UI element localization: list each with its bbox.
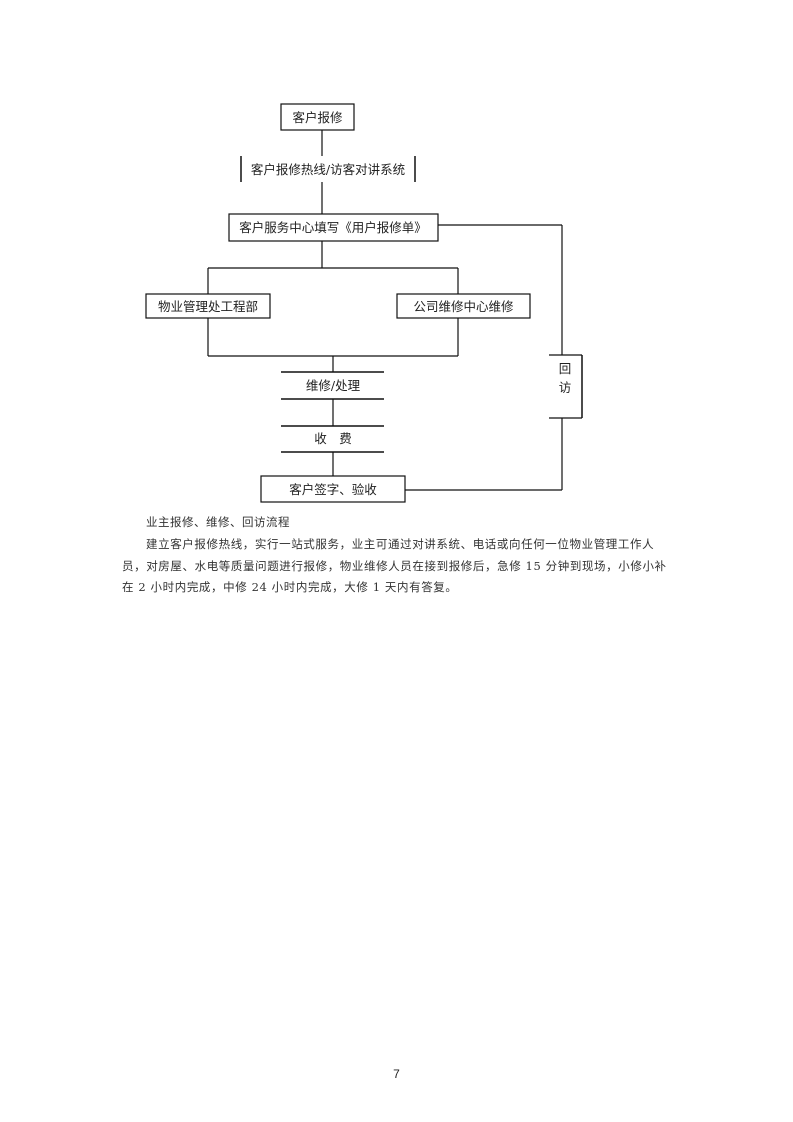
body-paragraph: 建立客户报修热线，实行一站式服务，业主可通过对讲系统、电话或向任何一位物业管理工… <box>122 537 667 594</box>
label-callback-1: 回 <box>559 361 572 376</box>
repair-flowchart: 客户报修 客户报修热线/访客对讲系统 客户服务中心填写《用户报修单》 物业管理处… <box>145 103 583 503</box>
flowchart-caption: 业主报修、维修、回访流程 <box>146 515 290 529</box>
label-service-center-form: 客户服务中心填写《用户报修单》 <box>239 220 427 235</box>
label-company-repair-center: 公司维修中心维修 <box>413 299 514 314</box>
node-sign-accept <box>260 475 406 503</box>
label-engineering-dept: 物业管理处工程部 <box>158 299 258 314</box>
label-charge: 收 费 <box>314 431 352 446</box>
label-hotline-intercom: 客户报修热线/访客对讲系统 <box>251 162 405 177</box>
page-number: 7 <box>393 1067 400 1081</box>
node-company-repair-center <box>396 293 531 319</box>
label-callback-2: 访 <box>559 380 572 395</box>
label-repair-handle: 维修/处理 <box>306 378 361 393</box>
label-sign-accept: 客户签字、验收 <box>289 482 377 497</box>
node-service-center-form <box>228 213 439 242</box>
node-customer-repair <box>280 103 355 131</box>
label-customer-repair: 客户报修 <box>292 110 343 125</box>
